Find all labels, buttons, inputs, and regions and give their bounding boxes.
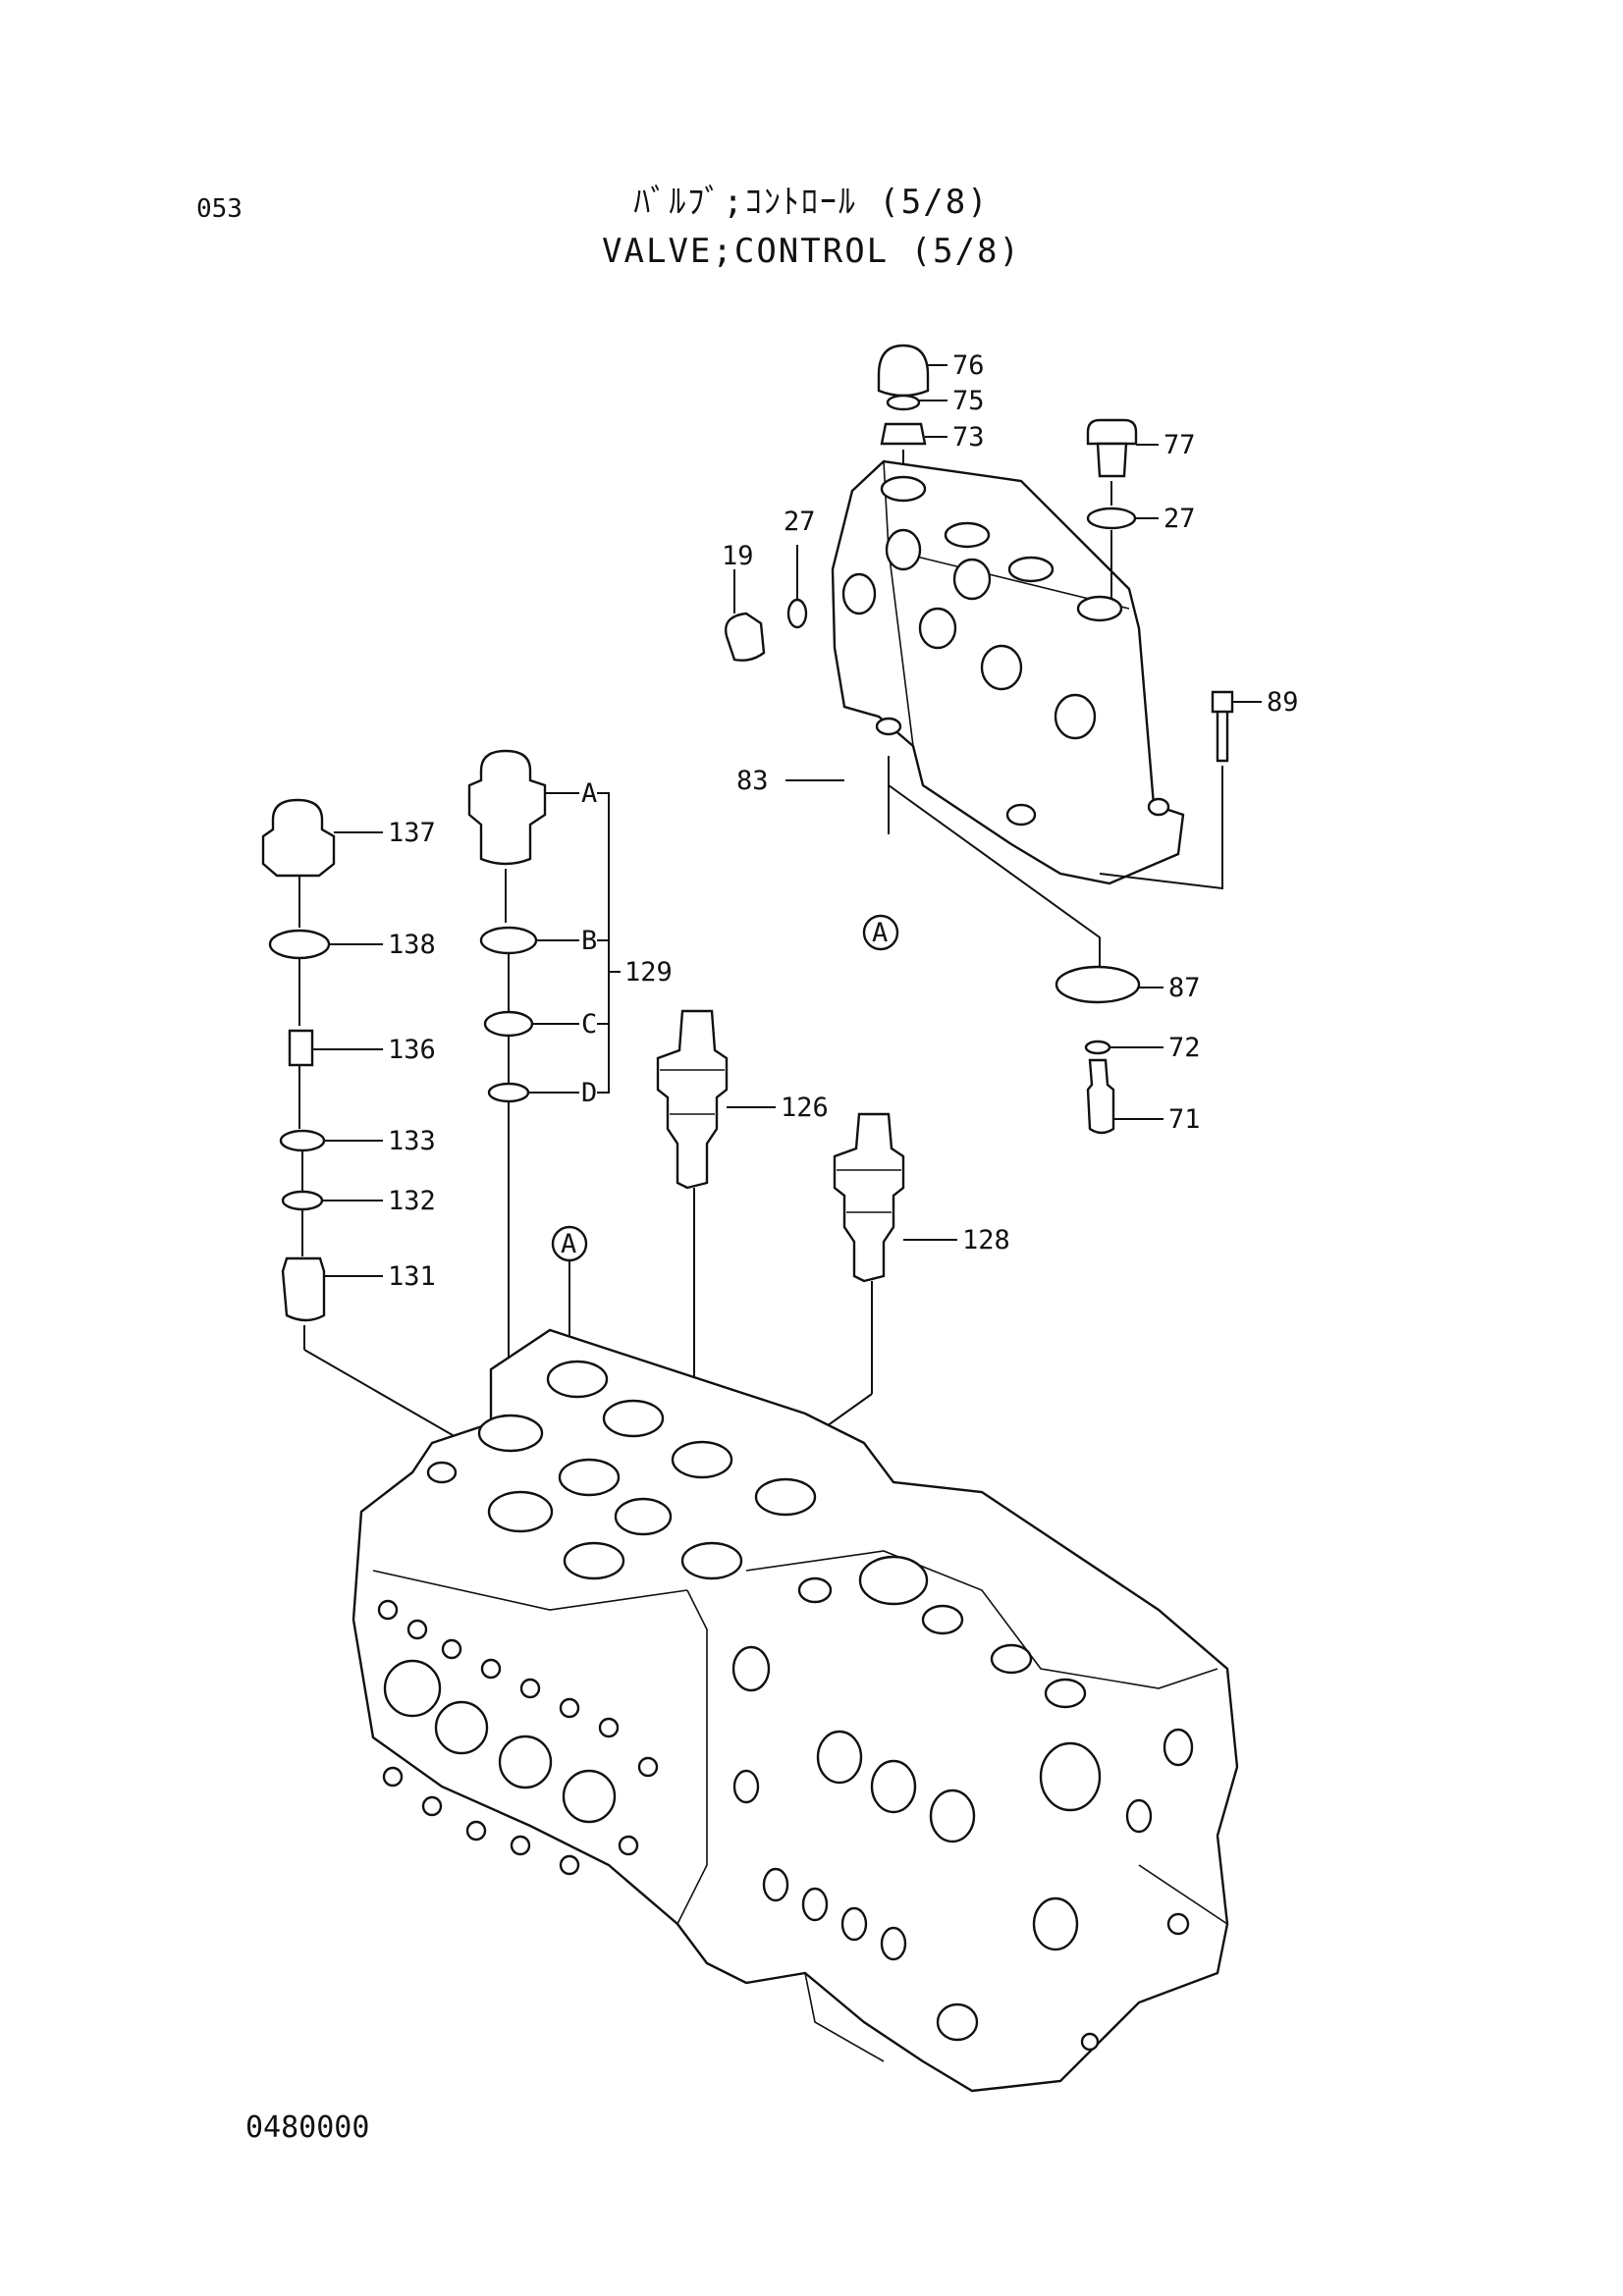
plug-129a (467, 749, 547, 866)
plug-19 (725, 612, 766, 662)
o-ring-129b (479, 926, 538, 955)
bolt-89 (1211, 690, 1234, 763)
reference-a-upper (862, 914, 899, 951)
callout-128: 128 (962, 1225, 1010, 1255)
callout-71: 71 (1168, 1104, 1201, 1135)
spring-75 (886, 394, 921, 411)
spring-136 (288, 1029, 314, 1067)
callout-129-d: D (581, 1078, 597, 1108)
page-number: 053 (196, 194, 243, 224)
title-english: VALVE;CONTROL (5/8) (602, 232, 1021, 271)
reference-a-upper-label: A (872, 918, 888, 948)
o-ring-27-right (1086, 507, 1137, 530)
plug-137 (261, 798, 336, 878)
callout-27-left: 27 (784, 507, 816, 537)
callout-133: 133 (388, 1126, 436, 1156)
callout-126: 126 (781, 1093, 829, 1123)
callout-137: 137 (388, 818, 436, 848)
cover-assembly (725, 344, 1234, 1135)
o-ring-129d (487, 1082, 530, 1103)
valve-128 (833, 1112, 905, 1283)
callout-129-c: C (581, 1009, 597, 1040)
callout-87: 87 (1168, 973, 1201, 1003)
callout-136: 136 (388, 1035, 436, 1065)
callout-19: 19 (722, 541, 754, 571)
callout-73: 73 (952, 422, 985, 453)
o-ring-138 (268, 929, 331, 960)
callout-138: 138 (388, 930, 436, 960)
title-japanese: ﾊﾞﾙﾌﾞ;ｺﾝﾄﾛｰﾙ (5/8) (633, 183, 990, 222)
callout-77: 77 (1163, 430, 1196, 460)
leader-lines-left (312, 831, 383, 1277)
callout-27-right: 27 (1163, 504, 1196, 534)
callout-76: 76 (952, 350, 985, 381)
ring-133 (279, 1129, 326, 1152)
kit-129-parts (467, 749, 621, 1443)
callout-132: 132 (388, 1186, 436, 1216)
plug-77 (1086, 418, 1138, 446)
ring-129c (483, 1010, 534, 1038)
o-ring-87 (1055, 965, 1141, 1004)
o-ring-72 (1084, 1040, 1111, 1055)
callout-129-a: A (581, 778, 597, 809)
callout-72: 72 (1168, 1033, 1201, 1063)
callout-129: 129 (624, 957, 673, 988)
reference-a-lower-label: A (561, 1229, 576, 1259)
document-code: 0480000 (245, 2110, 370, 2145)
cap-76 (877, 344, 930, 398)
callout-83: 83 (736, 766, 769, 796)
main-valve-body (352, 1328, 1239, 2093)
callout-89: 89 (1267, 687, 1299, 718)
valve-126 (656, 1009, 729, 1190)
callout-75: 75 (952, 386, 985, 416)
leader-lines-upper (733, 364, 1262, 1120)
nut-73 (880, 422, 927, 446)
callout-131: 131 (388, 1261, 436, 1292)
pin-71 (1086, 1058, 1115, 1135)
sleeve-131 (281, 1256, 326, 1322)
callout-129-b: B (581, 926, 597, 956)
o-ring-132 (281, 1190, 324, 1211)
o-ring-27-left (786, 598, 808, 629)
